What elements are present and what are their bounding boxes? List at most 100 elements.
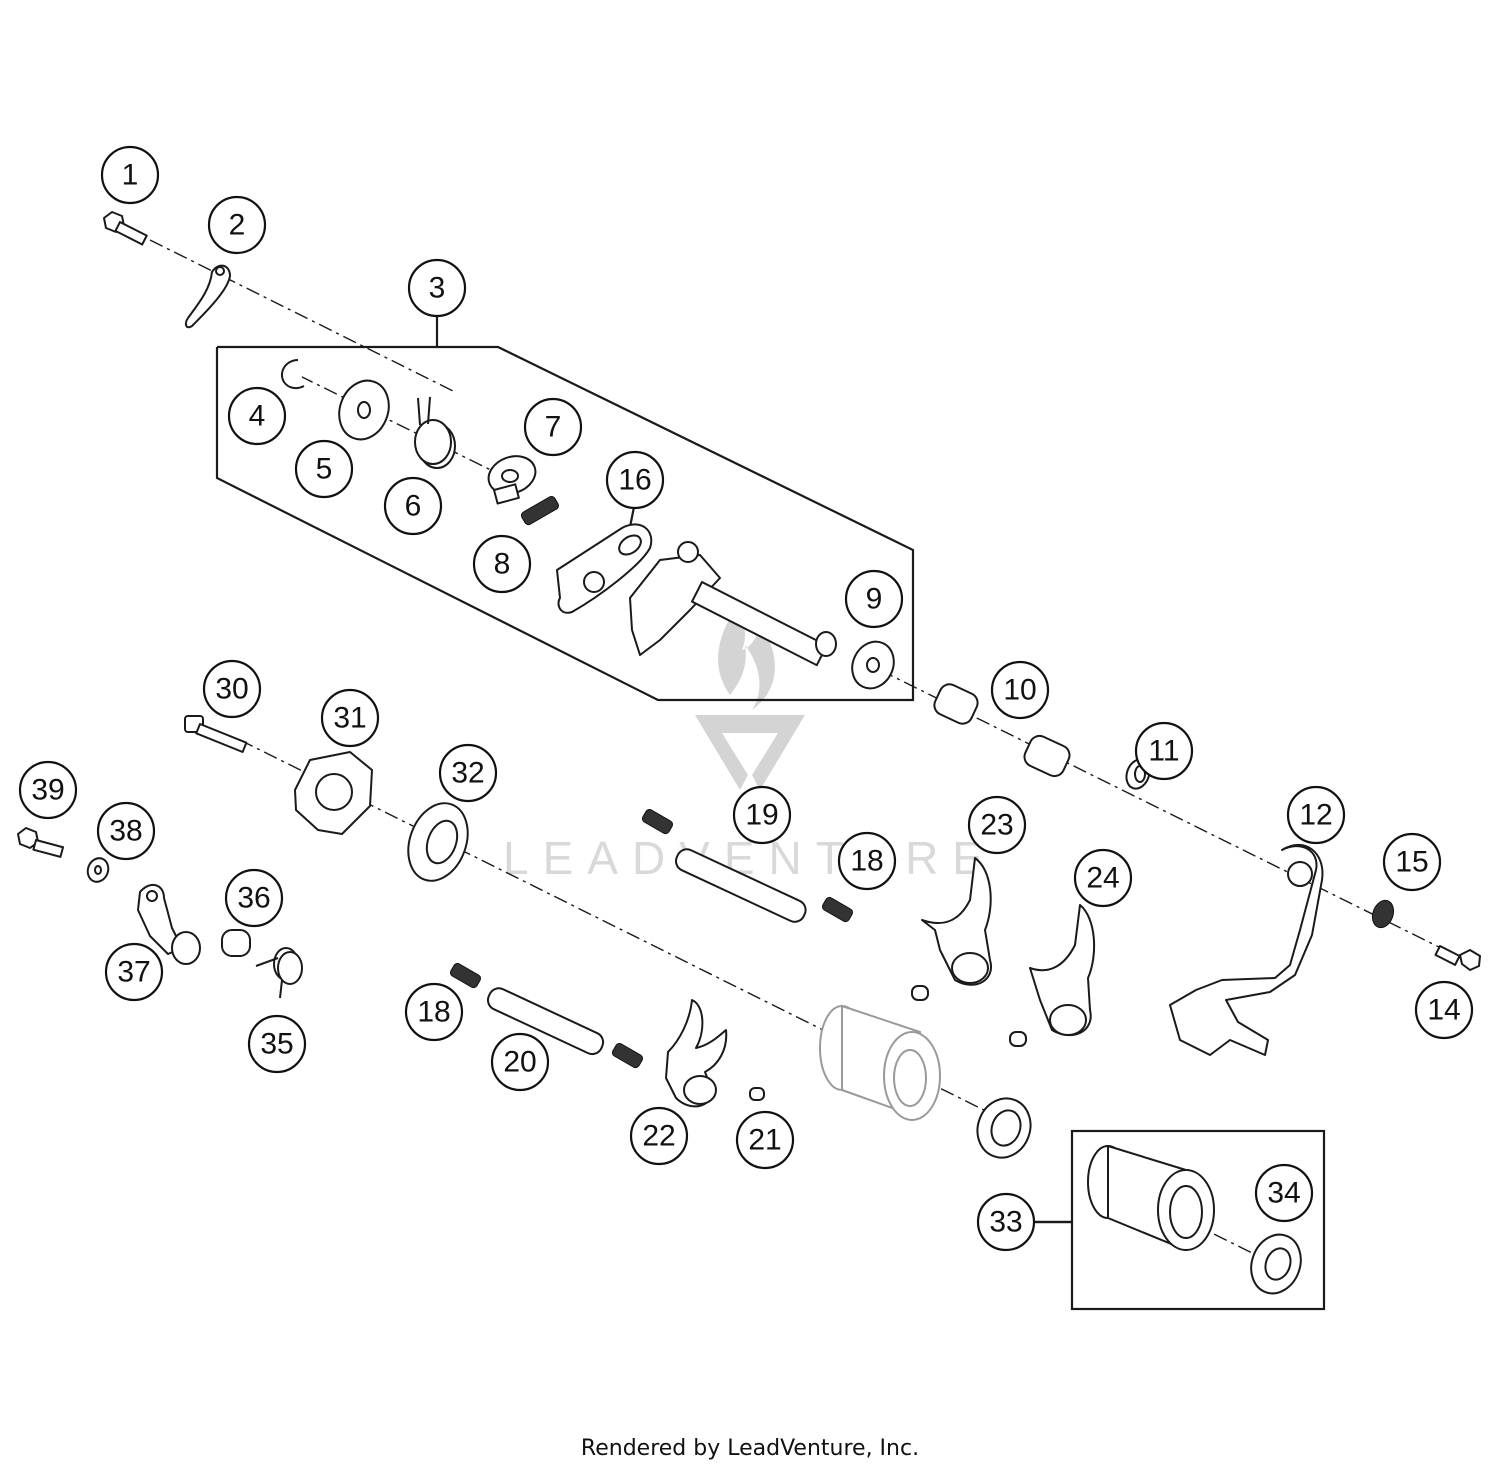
footer-credit: Rendered by LeadVenture, Inc. [580, 1436, 920, 1461]
callout-19[interactable]: 19 [732, 785, 792, 845]
callout-7[interactable]: 7 [523, 397, 583, 457]
callout-18a[interactable]: 18 [837, 831, 897, 891]
svg-text:39: 39 [31, 774, 64, 807]
part-bolt-1 [103, 211, 148, 246]
callout-35[interactable]: 35 [247, 1014, 307, 1074]
part-bearing-34 [1250, 1233, 1302, 1295]
part-circlip-4 [280, 359, 305, 390]
svg-text:30: 30 [215, 673, 248, 706]
callout-11[interactable]: 11 [1134, 721, 1194, 781]
svg-text:6: 6 [405, 490, 422, 523]
part-pin-23 [911, 985, 929, 1001]
svg-text:16: 16 [618, 464, 651, 497]
part-spring-6 [414, 396, 456, 469]
part-seal-32 [407, 802, 469, 882]
svg-text:3: 3 [429, 272, 446, 305]
svg-text:23: 23 [980, 809, 1013, 842]
callouts: 1 2 3 4 5 6 7 8 9 10 11 12 14 15 16 18 1… [18, 145, 1474, 1252]
svg-text:2: 2 [229, 209, 246, 242]
callout-4[interactable]: 4 [227, 386, 287, 446]
callout-14[interactable]: 14 [1414, 980, 1474, 1040]
part-washer-5 [338, 379, 390, 441]
callout-32[interactable]: 32 [438, 743, 498, 803]
part-bolt-39 [17, 827, 65, 858]
callout-9[interactable]: 9 [844, 569, 904, 629]
svg-text:1: 1 [122, 159, 139, 192]
callout-12[interactable]: 12 [1286, 785, 1346, 845]
part-shift-fork-24 [1029, 904, 1096, 1037]
svg-text:33: 33 [989, 1206, 1022, 1239]
callout-2[interactable]: 2 [207, 195, 267, 255]
callout-10[interactable]: 10 [990, 660, 1050, 720]
svg-text:31: 31 [333, 702, 366, 735]
part-pin-24 [1009, 1031, 1027, 1047]
callout-34[interactable]: 34 [1254, 1163, 1314, 1223]
part-nut-15 [1371, 899, 1395, 929]
svg-text:19: 19 [745, 799, 778, 832]
assembly-frame-3 [215, 345, 915, 702]
svg-text:34: 34 [1267, 1177, 1300, 1210]
callout-23[interactable]: 23 [967, 795, 1027, 855]
callout-20[interactable]: 20 [490, 1032, 550, 1092]
part-roller-36 [221, 929, 251, 957]
part-spring-18b [821, 896, 854, 923]
part-bushing-10b [1023, 734, 1071, 778]
part-shift-fork-23 [921, 857, 993, 986]
part-bolt-14 [1434, 944, 1481, 971]
assembly-frame-33 [1070, 1129, 1326, 1311]
svg-text:22: 22 [642, 1120, 675, 1153]
svg-text:11: 11 [1148, 735, 1179, 768]
callout-21[interactable]: 21 [735, 1110, 795, 1170]
part-guide-plate-7 [487, 455, 537, 505]
part-spring-35 [255, 947, 303, 999]
part-shaft-20 [486, 987, 605, 1056]
svg-text:4: 4 [249, 400, 266, 433]
svg-text:12: 12 [1299, 799, 1332, 832]
svg-text:18: 18 [850, 845, 883, 878]
svg-text:7: 7 [545, 411, 562, 444]
svg-text:9: 9 [866, 583, 883, 616]
callout-33[interactable]: 33 [976, 1192, 1036, 1252]
callout-1[interactable]: 1 [100, 145, 160, 205]
callout-37[interactable]: 37 [104, 942, 164, 1002]
svg-text:38: 38 [109, 815, 142, 848]
part-shift-lever-2 [184, 264, 231, 329]
callout-3[interactable]: 3 [407, 258, 467, 318]
svg-text:36: 36 [237, 882, 270, 915]
callout-18b[interactable]: 18 [404, 982, 464, 1042]
watermark: LEADVENTURE [503, 610, 983, 884]
part-shift-drum [819, 1004, 941, 1121]
callout-30[interactable]: 30 [202, 659, 262, 719]
part-bearing-drum [976, 1097, 1032, 1159]
svg-text:14: 14 [1427, 994, 1460, 1027]
callout-31[interactable]: 31 [320, 688, 380, 748]
callout-24[interactable]: 24 [1073, 848, 1133, 908]
part-washer-9 [851, 640, 895, 690]
callout-16[interactable]: 16 [605, 450, 665, 510]
callout-36[interactable]: 36 [224, 868, 284, 928]
svg-text:15: 15 [1395, 846, 1428, 879]
callout-38[interactable]: 38 [96, 801, 156, 861]
svg-text:8: 8 [494, 548, 511, 581]
part-shift-shaft-16 [556, 523, 837, 667]
part-shift-fork-22 [665, 999, 728, 1108]
svg-text:24: 24 [1086, 862, 1119, 895]
callout-5[interactable]: 5 [294, 439, 354, 499]
part-spring-18c [449, 962, 482, 989]
part-shaft-19 [674, 848, 807, 923]
part-bolt-30 [184, 715, 248, 754]
callout-15[interactable]: 15 [1382, 832, 1442, 892]
svg-text:37: 37 [117, 956, 150, 989]
callout-22[interactable]: 22 [629, 1106, 689, 1166]
svg-text:21: 21 [748, 1124, 781, 1157]
svg-text:35: 35 [260, 1028, 293, 1061]
callout-8[interactable]: 8 [472, 534, 532, 594]
part-shift-drum-locator-31 [294, 751, 373, 835]
callout-6[interactable]: 6 [383, 476, 443, 536]
part-spring-18a [641, 808, 674, 835]
part-pin-21 [749, 1087, 765, 1101]
svg-text:18: 18 [417, 996, 450, 1029]
callout-39[interactable]: 39 [18, 760, 78, 820]
part-spring-8 [520, 495, 559, 526]
